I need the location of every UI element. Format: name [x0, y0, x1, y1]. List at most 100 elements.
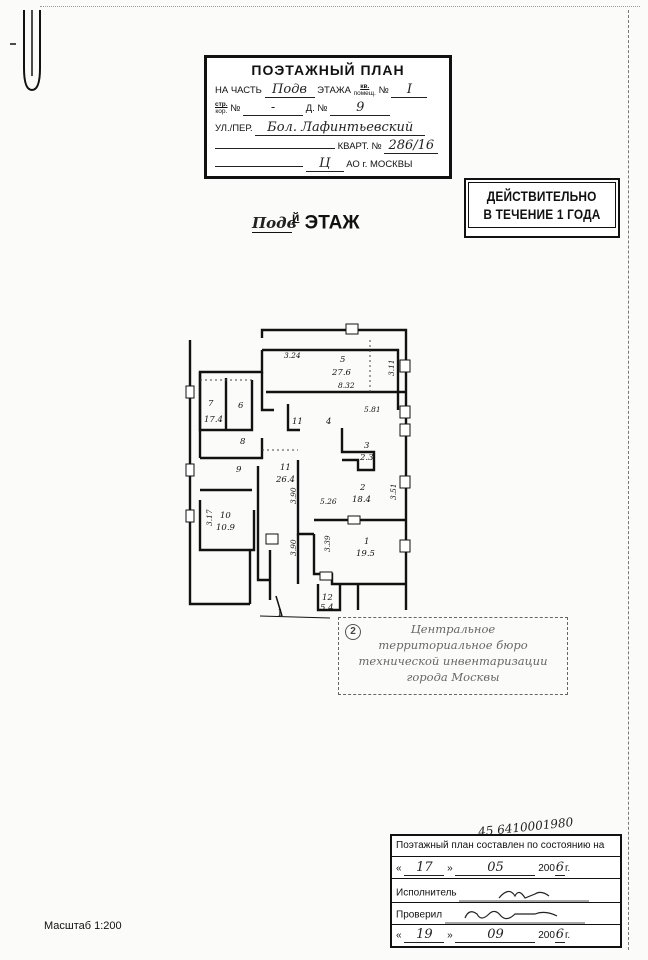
- room-4-label: 4: [325, 417, 331, 427]
- dim-3-90-a: 3.90: [289, 487, 298, 504]
- dim-3-17: 3.17: [205, 509, 214, 526]
- dim-5-81: 5.81: [364, 405, 381, 414]
- room-2-label: 2: [359, 483, 365, 493]
- stamp-row-district: Ц АО г. МОСКВЫ: [215, 156, 412, 172]
- dim-3-51: 3.51: [389, 483, 398, 500]
- section-mark: I: [278, 609, 282, 619]
- scale-label: Масштаб 1:200: [44, 920, 122, 932]
- building-fraction-bottom: кор.: [215, 108, 228, 116]
- compiled-status-table: Поэтажный план составлен по состоянию на…: [390, 834, 622, 948]
- checked-day: 19: [404, 927, 445, 943]
- compiled-year-suffix: г.: [564, 863, 571, 874]
- room-11-small-label: 11: [292, 417, 303, 427]
- compiled-day: 17: [404, 860, 445, 876]
- label-room-no: №: [378, 85, 389, 96]
- floor-title-prefix: Подв: [252, 214, 297, 234]
- room-3-label: 3: [364, 441, 369, 451]
- plan-header-stamp: ПОЭТАЖНЫЙ ПЛАН НА ЧАСТЬ Подв ЭТАЖА кв. п…: [204, 55, 452, 179]
- checked-date: « 19 » 09 2006г.: [396, 927, 570, 943]
- room-1-label: 1: [364, 537, 369, 547]
- binder-clip-icon: [10, 10, 41, 92]
- validity-line-2: В ТЕЧЕНИЕ 1 ГОДА: [483, 206, 601, 222]
- room-3-area: 2.3: [359, 453, 374, 463]
- blank-line: [215, 148, 335, 149]
- value-room-no: I: [391, 82, 428, 98]
- checked-year: 6: [554, 927, 565, 943]
- table-divider: [392, 878, 620, 879]
- seal-line-4: города Москвы: [406, 670, 500, 684]
- room-12-label: 12: [322, 593, 333, 603]
- room-fraction-bottom: помещ.: [353, 90, 376, 98]
- dim-8-32: 8.32: [338, 381, 355, 390]
- compiled-date: « 17 » 05 2006г.: [396, 860, 570, 876]
- room-9-label: 9: [236, 465, 242, 475]
- building-fraction-top: стр.: [215, 101, 228, 109]
- executor-label: Исполнитель: [396, 887, 457, 899]
- value-on-part: Подв: [264, 82, 315, 98]
- seal-number: 2: [345, 624, 361, 640]
- table-divider: [392, 856, 620, 857]
- label-floor: ЭТАЖА: [317, 85, 351, 96]
- room-8-label: 8: [240, 437, 246, 447]
- value-district: Ц: [305, 156, 344, 172]
- room-11-label: 11: [280, 463, 291, 473]
- floor-title-suffix: й: [292, 210, 300, 224]
- compiled-month: 05: [455, 860, 536, 876]
- label-district: АО г. МОСКВЫ: [346, 159, 413, 170]
- floor-title: Подвй ЭТАЖ: [252, 210, 360, 234]
- blank-line: [215, 166, 303, 167]
- room-12-area: 5.4: [320, 603, 334, 613]
- room-2-area: 18.4: [352, 495, 371, 505]
- stamp-row-part: НА ЧАСТЬ Подв ЭТАЖА кв. помещ. № I: [215, 82, 428, 98]
- room-7-label: 7: [208, 399, 214, 409]
- value-house: 9: [330, 100, 391, 116]
- room-5-label: 5: [340, 355, 345, 365]
- checked-label: Проверил: [396, 909, 443, 921]
- stamp-row-street: УЛ./ПЕР. Бол. Лафинтьевский: [215, 120, 426, 136]
- compiled-year: 6: [554, 860, 565, 876]
- validity-stamp-inner: ДЕЙСТВИТЕЛЬНО В ТЕЧЕНИЕ 1 ГОДА: [468, 182, 616, 228]
- value-building: -: [243, 100, 304, 116]
- seal-line-3: технической инвентаризации: [358, 654, 548, 668]
- room-fraction: кв. помещ.: [354, 83, 376, 97]
- stamp-row-block: КВАРТ. № 286/16: [215, 138, 439, 154]
- room-10-label: 10: [220, 511, 231, 521]
- dim-5-26: 5.26: [320, 497, 337, 506]
- seal-line-1: Центральное: [410, 622, 496, 636]
- room-1-area: 19.5: [356, 549, 375, 559]
- validity-line-1: ДЕЙСТВИТЕЛЬНО: [487, 188, 597, 204]
- executor-row: Исполнитель: [396, 884, 590, 902]
- checked-year-prefix: 200: [538, 930, 555, 941]
- compiled-label: Поэтажный план составлен по состоянию на: [396, 840, 605, 851]
- executor-signature-icon: [459, 890, 590, 902]
- room-7-area: 17.4: [204, 415, 223, 425]
- dim-3-39: 3.39: [323, 535, 332, 552]
- floor-title-word: ЭТАЖ: [304, 212, 360, 234]
- stamp-row-building: стр. кор. № - Д. № 9: [215, 100, 391, 116]
- checked-row: Проверил: [396, 906, 585, 924]
- scan-edge-right: [628, 10, 629, 950]
- label-on-part: НА ЧАСТЬ: [215, 85, 262, 96]
- checker-signature-icon: [444, 910, 585, 924]
- quote-open: «: [396, 863, 402, 874]
- label-building-no: №: [230, 103, 241, 114]
- room-5-area: 27.6: [331, 368, 352, 378]
- quote-close: »: [447, 863, 453, 874]
- quote-close: »: [447, 930, 453, 941]
- compiled-year-prefix: 200: [538, 863, 555, 874]
- quote-open: «: [396, 930, 402, 941]
- label-street: УЛ./ПЕР.: [215, 123, 253, 134]
- dim-3-90-b: 3.90: [289, 539, 298, 556]
- stamp-title: ПОЭТАЖНЫЙ ПЛАН: [251, 62, 405, 78]
- seal-text: Центральное территориальное бюро техниче…: [339, 618, 567, 685]
- checked-year-suffix: г.: [564, 930, 571, 941]
- scan-edge-top: [40, 6, 640, 7]
- checked-month: 09: [455, 927, 536, 943]
- validity-stamp: ДЕЙСТВИТЕЛЬНО В ТЕЧЕНИЕ 1 ГОДА: [464, 178, 620, 238]
- dim-3-24: 3.24: [284, 351, 301, 360]
- room-10-area: 10.9: [216, 523, 236, 533]
- bti-seal-stamp: 2 Центральное территориальное бюро техни…: [338, 617, 568, 695]
- seal-line-2: территориальное бюро: [378, 638, 528, 652]
- room-11-area: 26.4: [275, 475, 295, 485]
- dim-3-11: 3.11: [387, 359, 396, 376]
